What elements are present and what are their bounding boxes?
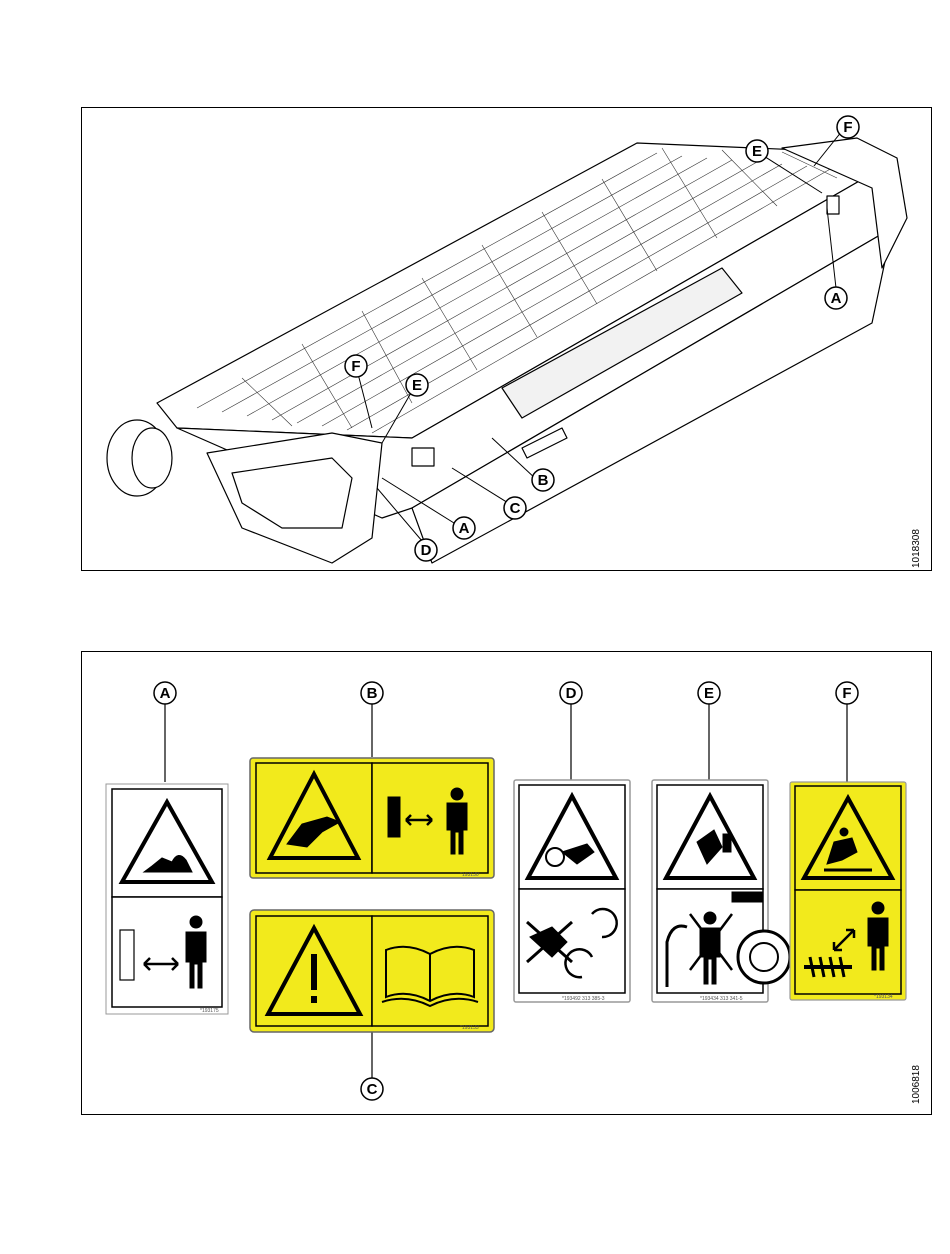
svg-text:B: B [367,685,378,702]
svg-text:E: E [704,685,714,702]
svg-text:A: A [459,520,470,537]
callout-a-right: A [825,287,847,309]
svg-text:D: D [421,542,432,559]
callout-d: D [560,682,582,704]
callout-f-left: F [345,355,367,377]
figure-number: 1006818 [911,1065,922,1104]
header-overview-figure: F E A F E B C A D 1018308 [81,107,932,571]
figure1-callouts: F E A F E B C A D [82,108,933,572]
callout-b: B [361,682,383,704]
svg-text:F: F [843,119,852,136]
callout-f-right: F [837,116,859,138]
svg-text:A: A [160,685,171,702]
safety-decals-figure: *193175 *193130 *193133 *193492 313 385-… [81,651,932,1115]
svg-text:C: C [367,1081,378,1098]
callout-a: A [154,682,176,704]
svg-text:D: D [566,685,577,702]
callout-c: C [361,1078,383,1100]
svg-text:A: A [831,290,842,307]
figure2-callouts: A B D E F C [82,652,933,1116]
svg-text:F: F [351,358,360,375]
svg-text:B: B [538,472,549,489]
callout-b: B [532,469,554,491]
callout-f: F [836,682,858,704]
svg-text:E: E [412,377,422,394]
callout-d: D [415,539,437,561]
svg-text:F: F [842,685,851,702]
callout-a-left: A [453,517,475,539]
svg-text:C: C [510,500,521,517]
callout-e-left: E [406,374,428,396]
callout-c: C [504,497,526,519]
svg-text:E: E [752,143,762,160]
figure-number: 1018308 [911,529,922,568]
callout-e-right: E [746,140,768,162]
callout-e: E [698,682,720,704]
